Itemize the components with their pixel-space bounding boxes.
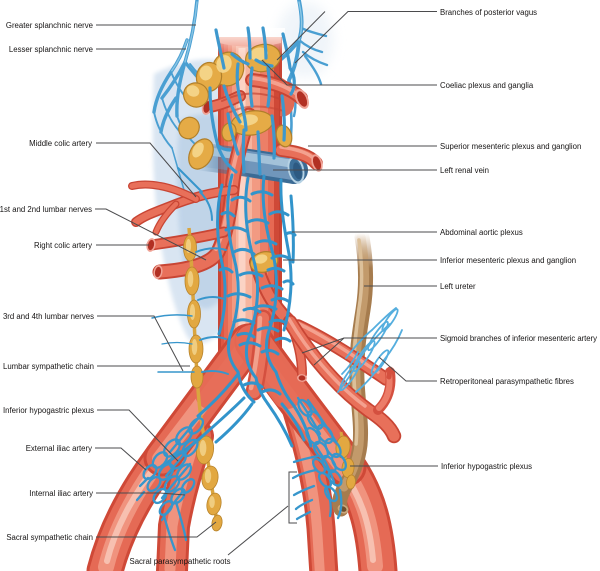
svg-text:Coeliac plexus and ganglia: Coeliac plexus and ganglia (440, 81, 534, 90)
svg-text:Sacral sympathetic chain: Sacral sympathetic chain (6, 533, 93, 542)
svg-text:3rd and 4th lumbar nerves: 3rd and 4th lumbar nerves (3, 312, 94, 321)
svg-text:Abdominal aortic plexus: Abdominal aortic plexus (440, 228, 523, 237)
svg-text:Sacral parasympathetic roots: Sacral parasympathetic roots (130, 557, 231, 566)
svg-text:External iliac artery: External iliac artery (26, 444, 92, 453)
svg-text:Branches of posterior vagus: Branches of posterior vagus (440, 8, 537, 17)
svg-text:Lumbar sympathetic chain: Lumbar sympathetic chain (3, 362, 94, 371)
svg-text:Lesser splanchnic nerve: Lesser splanchnic nerve (9, 45, 93, 54)
svg-text:Inferior hypogastric plexus: Inferior hypogastric plexus (3, 406, 94, 415)
svg-text:Sigmoid branches of inferior m: Sigmoid branches of inferior mesenteric … (440, 334, 597, 343)
svg-text:Greater splanchnic nerve: Greater splanchnic nerve (6, 21, 93, 30)
svg-text:Right colic artery: Right colic artery (34, 241, 92, 250)
svg-text:Inferior hypogastric plexus: Inferior hypogastric plexus (441, 462, 532, 471)
svg-text:Middle colic artery: Middle colic artery (29, 139, 92, 148)
svg-text:Superior mesenteric plexus and: Superior mesenteric plexus and ganglion (440, 142, 581, 151)
svg-text:Left ureter: Left ureter (440, 282, 476, 291)
svg-text:Left renal vein: Left renal vein (440, 166, 489, 175)
svg-text:Retroperitoneal parasympatheti: Retroperitoneal parasympathetic fibres (440, 377, 574, 386)
svg-text:Internal iliac artery: Internal iliac artery (29, 489, 93, 498)
svg-text:Inferior mesenteric plexus and: Inferior mesenteric plexus and ganglion (440, 256, 576, 265)
svg-text:1st and 2nd lumbar nerves: 1st and 2nd lumbar nerves (0, 205, 92, 214)
